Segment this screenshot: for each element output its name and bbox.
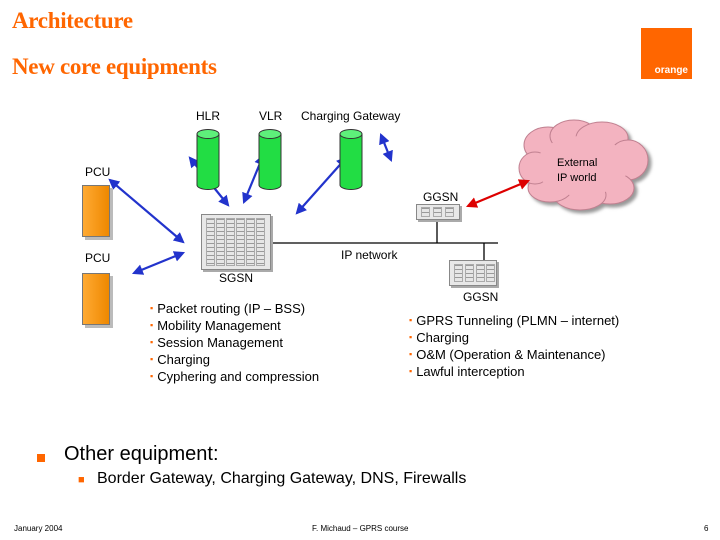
ggsn-bottom-equipment-icon xyxy=(449,260,497,286)
other-equipment-title: Other equipment: xyxy=(64,443,219,465)
cloud-label-line1: External xyxy=(557,157,598,169)
list-item: ▪Packet routing (IP – BSS) xyxy=(150,301,306,316)
slide-subtitle: New core equipments xyxy=(12,54,217,79)
ip-network-label: IP network xyxy=(341,248,398,262)
hlr-label: HLR xyxy=(196,109,221,123)
ip-network-lines xyxy=(270,218,498,260)
other-equipment-items: Border Gateway, Charging Gateway, DNS, F… xyxy=(97,470,467,487)
logo-text: orange xyxy=(654,65,688,76)
charging-gateway-label: Charging Gateway xyxy=(301,109,401,123)
pcu-bottom-box xyxy=(82,273,110,325)
orange-logo: orange xyxy=(641,28,692,79)
charging-gateway-database-icon xyxy=(339,129,363,190)
cloud-label-line2: IP world xyxy=(557,172,597,184)
list-item: ▪GPRS Tunneling (PLMN – internet) xyxy=(409,313,620,328)
list-item: ▪O&M (Operation & Maintenance) xyxy=(409,347,606,362)
other-equipment-bullet-icon xyxy=(37,454,45,462)
footer-date: January 2004 xyxy=(14,524,63,533)
external-ip-cloud xyxy=(518,119,649,211)
hlr-database-icon xyxy=(196,129,220,190)
list-item: ▪Cyphering and compression xyxy=(150,369,320,384)
sgsn-label: SGSN xyxy=(219,271,254,285)
vlr-label: VLR xyxy=(259,109,283,123)
slide-title: Architecture xyxy=(12,8,133,33)
ggsn-top-equipment-icon xyxy=(416,204,460,220)
ggsn-top-label: GGSN xyxy=(423,190,459,204)
ggsn-functions-list: ▪GPRS Tunneling (PLMN – internet) ▪Charg… xyxy=(409,312,619,380)
pcu-bottom-label: PCU xyxy=(85,251,111,265)
page-number: 6 xyxy=(704,524,709,533)
list-item: ▪Mobility Management xyxy=(150,318,281,333)
list-item: ▪Lawful interception xyxy=(409,364,525,379)
sub-bullet-icon: ■ xyxy=(78,474,85,486)
ggsn-bottom-label: GGSN xyxy=(463,290,499,304)
vlr-database-icon xyxy=(258,129,282,190)
list-item: ▪Charging xyxy=(409,330,469,345)
list-item: ▪Charging xyxy=(150,352,210,367)
footer-center: F. Michaud – GPRS course xyxy=(312,524,409,533)
pcu-top-label: PCU xyxy=(85,165,111,179)
gi-interface-arrow xyxy=(465,179,531,208)
pcu-top-box xyxy=(82,185,110,237)
sgsn-equipment-icon xyxy=(201,214,271,270)
sgsn-functions-list: ▪Packet routing (IP – BSS) ▪Mobility Man… xyxy=(150,300,319,385)
list-item: ▪Session Management xyxy=(150,335,283,350)
